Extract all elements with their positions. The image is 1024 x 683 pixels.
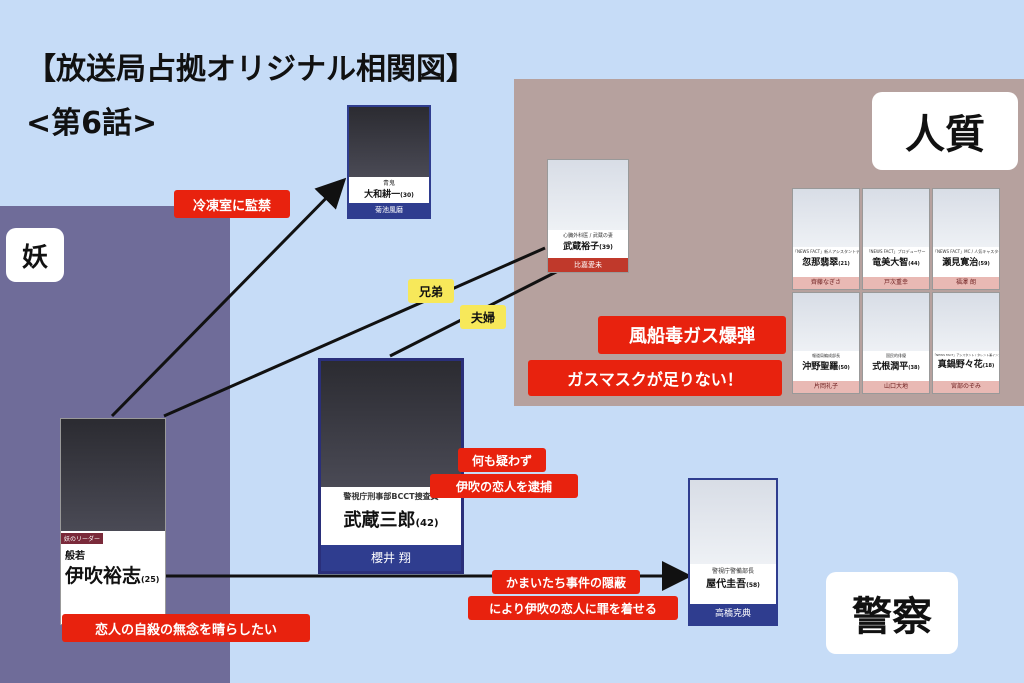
hostage-card[interactable]: 「NEWS FACT」MC / 人気キャスター 瀬見寛治(59) 福澤 朗: [932, 188, 1000, 290]
character-photo: [933, 189, 999, 247]
character-age: (58): [746, 582, 760, 589]
relation-label-arrest: 伊吹の恋人を逮捕: [430, 474, 578, 498]
character-role: 「NEWS FACT」プロデューサー: [866, 249, 926, 254]
character-photo: [61, 419, 165, 531]
character-age: (59): [978, 261, 990, 267]
character-age: (50): [838, 365, 850, 371]
relation-label-coverup: かまいたち事件の隠蔽: [492, 570, 640, 594]
hostage-card[interactable]: 「NEWS FACT」アシスタント / タレント兼インフルエンサー 真鍋野々花(…: [932, 292, 1000, 394]
episode-subtitle: <第6話>: [26, 106, 158, 141]
zone-label-ayakashi: 妖: [6, 228, 64, 282]
character-photo: [933, 293, 999, 351]
arrow-ibuki-to-yamato: [110, 177, 347, 418]
character-card-yashiro[interactable]: 警視庁警備部長 屋代圭吾(58) 高橋克典: [688, 478, 778, 626]
character-age: (21): [838, 261, 850, 267]
actor-name: 菊池風磨: [349, 203, 429, 217]
zone-label-hostage: 人質: [872, 92, 1018, 170]
character-name: 瀬見寛治: [942, 258, 979, 268]
character-role: 「NEWS FACT」アシスタント / タレント兼インフルエンサー: [933, 353, 999, 357]
motive-label-revenge: 恋人の自殺の無念を晴らしたい: [62, 614, 310, 642]
relation-label-brothers: 兄弟: [408, 279, 454, 303]
character-age: (38): [908, 365, 920, 371]
character-role: 青鬼: [382, 180, 395, 187]
relation-label-framed: により伊吹の恋人に罪を着せる: [468, 596, 678, 620]
actor-name: 櫻井 翔: [321, 545, 461, 571]
actor-name: 比嘉愛未: [548, 258, 628, 272]
relation-label-no-doubt: 何も疑わず: [458, 448, 546, 472]
character-role: 般若: [65, 551, 85, 562]
character-name: 武蔵三郎: [343, 510, 416, 531]
character-role: 「NEWS FACT」新人アシスタントディレクター: [793, 249, 860, 254]
character-photo: [793, 293, 859, 351]
line-ibuki-to-yuko: [163, 246, 546, 418]
character-name: 大和耕一: [364, 190, 401, 200]
page-title: 【放送局占拠オリジナル相関図】: [26, 52, 476, 87]
character-age: (30): [400, 192, 414, 199]
actor-name: 山口大地: [863, 381, 929, 393]
character-role: 国民的俳優: [886, 353, 906, 358]
character-name: 式根潤平: [872, 362, 909, 372]
actor-name: 片岡礼子: [793, 381, 859, 393]
character-card-musashi-saburo[interactable]: 警視庁刑事部BCCT捜査員 武蔵三郎(42) 櫻井 翔: [318, 358, 464, 574]
zone-label-police: 警察: [826, 572, 958, 654]
hostage-card[interactable]: 「NEWS FACT」プロデューサー 竜美大智(44) 戸次重幸: [862, 188, 930, 290]
hostage-card[interactable]: 国民的俳優 式根潤平(38) 山口大地: [862, 292, 930, 394]
character-name: 屋代圭吾: [706, 579, 747, 590]
character-photo: [321, 361, 461, 487]
character-role: 報道局編成部長: [812, 353, 840, 358]
character-name: 竜美大智: [872, 258, 909, 268]
actor-name: 高橋克典: [690, 604, 776, 624]
character-photo: [863, 189, 929, 247]
character-name: 忽那翡翠: [802, 258, 839, 268]
character-photo: [793, 189, 859, 247]
hostage-card[interactable]: 「NEWS FACT」新人アシスタントディレクター 忽那翡翠(21) 齊藤なぎさ: [792, 188, 860, 290]
threat-label-gas-bomb: 風船毒ガス爆弾: [598, 316, 786, 354]
group-badge: 妖のリーダー: [61, 533, 104, 544]
hostage-card[interactable]: 報道局編成部長 沖野聖羅(50) 片岡礼子: [792, 292, 860, 394]
actor-name: 宮部のぞみ: [933, 381, 999, 393]
actor-name: 齊藤なぎさ: [793, 277, 859, 289]
actor-name: 戸次重幸: [863, 277, 929, 289]
character-photo: [863, 293, 929, 351]
character-role: 警視庁警備部長: [711, 568, 754, 575]
relation-label-married: 夫婦: [460, 305, 506, 329]
character-name: 武蔵裕子: [563, 242, 600, 252]
character-role: 心臓外科医 / 武蔵の妻: [563, 233, 613, 239]
character-card-yamato[interactable]: 青鬼 大和耕一(30) 菊池風磨: [347, 105, 431, 219]
character-age: (18): [982, 363, 995, 369]
character-card-ibuki[interactable]: 妖のリーダー 般若 伊吹裕志(25): [60, 418, 166, 625]
character-name: 伊吹裕志: [65, 565, 142, 587]
character-age: (39): [599, 244, 613, 251]
threat-label-gasmask: ガスマスクが足りない！: [528, 360, 782, 396]
character-role: 警視庁刑事部BCCT捜査員: [343, 492, 439, 501]
actor-name: 福澤 朗: [933, 277, 999, 289]
character-photo: [349, 107, 429, 177]
character-name: 真鍋野々花: [937, 360, 983, 370]
character-photo: [548, 160, 628, 230]
character-age: (44): [908, 261, 920, 267]
relation-label-confined: 冷凍室に監禁: [174, 190, 290, 218]
character-card-musashi-yuko[interactable]: 心臓外科医 / 武蔵の妻 武蔵裕子(39) 比嘉愛未: [547, 159, 629, 273]
character-age: (25): [141, 575, 160, 584]
character-photo: [690, 480, 776, 564]
character-name: 沖野聖羅: [802, 362, 839, 372]
character-age: (42): [415, 518, 439, 529]
character-role: 「NEWS FACT」MC / 人気キャスター: [933, 249, 1000, 254]
